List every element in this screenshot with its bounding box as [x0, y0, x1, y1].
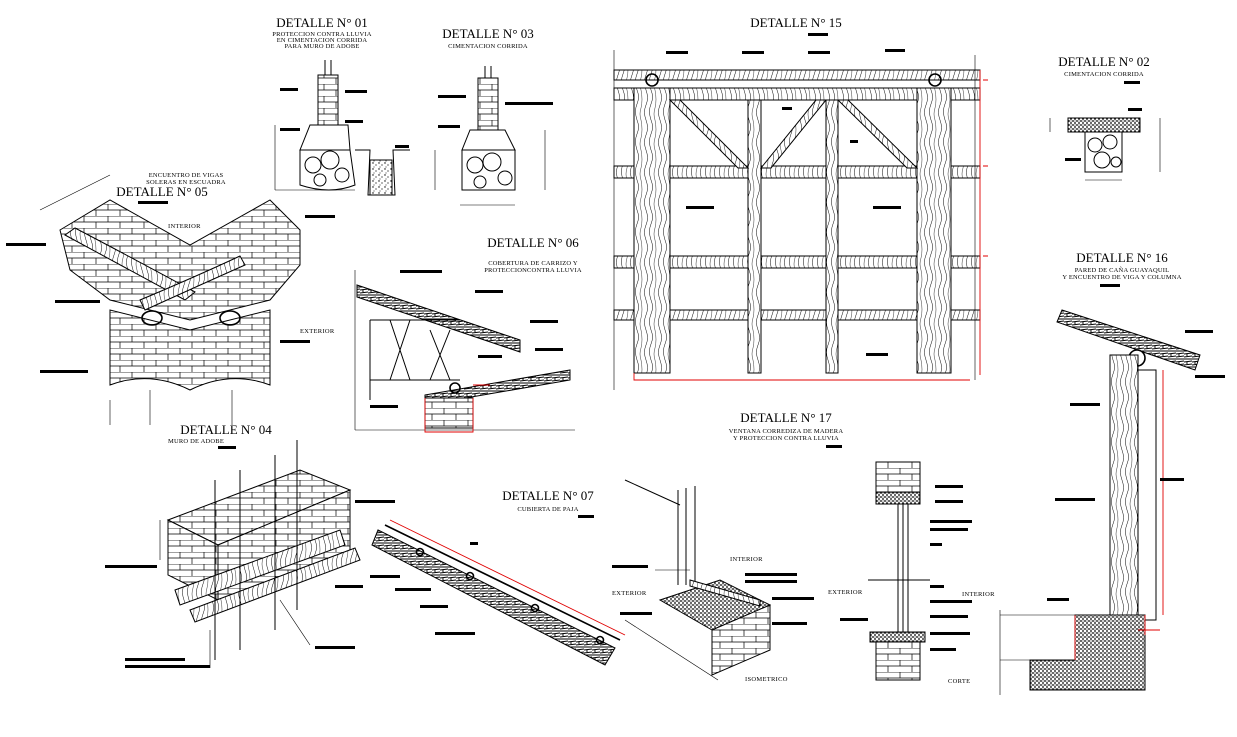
detail-01-subtitle-2: EN CIMENTACION CORRIDA	[277, 37, 368, 44]
detail-04-title: DETALLE N° 04	[180, 422, 272, 437]
detail-01-subtitle-1: PROTECCION CONTRA LLUVIA	[272, 31, 372, 38]
detail-07: DETALLE N° 07 CUBIERTA DE PAJA	[370, 488, 626, 666]
detail-17: DETALLE N° 17 VENTANA CORREDIZA DE MADER…	[612, 410, 995, 685]
left-column	[633, 87, 671, 374]
detail-02-title: DETALLE N° 02	[1058, 54, 1150, 69]
detail-05-exterior-label: EXTERIOR	[300, 328, 335, 335]
detail-15-title: DETALLE N° 15	[750, 15, 842, 30]
adobe-wall-section	[317, 74, 339, 126]
detail-16: DETALLE N° 16 PARED DE CAÑA GUAYAQUIL Y …	[999, 250, 1225, 695]
concrete-base	[1029, 614, 1146, 691]
detail-17-title: DETALLE N° 17	[740, 410, 832, 425]
detail-17-section-interior-label: INTERIOR	[962, 591, 995, 598]
detail-03: DETALLE N° 03 CIMENTACION CORRIDA	[434, 26, 553, 206]
detail-06: DETALLE N° 06 COBERTURA DE CARRIZO Y PRO…	[354, 235, 582, 433]
detail-03-title: DETALLE N° 03	[442, 26, 534, 41]
detail-03-subtitle: CIMENTACION CORRIDA	[448, 43, 528, 50]
detail-17-exterior-label: EXTERIOR	[612, 590, 647, 597]
detail-02: DETALLE N° 02 CIMENTACION CORRIDA	[1049, 54, 1161, 181]
detail-01-subtitle-3: PARA MURO DE ADOBE	[284, 43, 359, 50]
adobe-corner-walls	[59, 199, 301, 321]
detail-16-subtitle-1: PARED DE CAÑA GUAYAQUIL	[1075, 266, 1170, 274]
detail-05: ENCUENTRO DE VIGAS SOLERAS EN ESCUADRA D…	[6, 172, 335, 425]
right-column	[916, 87, 952, 374]
cane-wall	[1109, 354, 1139, 621]
detail-06-subtitle-2: PROTECCIONCONTRA LLUVIA	[484, 267, 582, 274]
detail-05-subtitle-2: SOLERAS EN ESCUADRA	[146, 179, 226, 186]
detail-16-title: DETALLE N° 16	[1076, 250, 1168, 265]
detail-02-subtitle: CIMENTACION CORRIDA	[1064, 71, 1144, 78]
detail-17-section-exterior-label: EXTERIOR	[828, 589, 863, 596]
detail-16-subtitle-2: Y ENCUENTRO DE VIGA Y COLUMNA	[1062, 274, 1181, 281]
detail-07-title: DETALLE N° 07	[502, 488, 594, 503]
detail-05-title: DETALLE N° 05	[116, 184, 208, 199]
detail-06-subtitle-1: COBERTURA DE CARRIZO Y	[488, 260, 578, 267]
detail-07-subtitle: CUBIERTA DE PAJA	[517, 506, 578, 513]
detail-15: DETALLE N° 15	[613, 15, 988, 390]
detail-17-subtitle-1: VENTANA CORREDIZA DE MADERA	[729, 428, 844, 435]
detail-05-subtitle-1: ENCUENTRO DE VIGAS	[149, 172, 224, 179]
detail-05-interior-label: INTERIOR	[168, 223, 201, 230]
detail-04: DETALLE N° 04 MURO DE ADOBE	[105, 422, 395, 668]
detail-17-interior-label: INTERIOR	[730, 556, 763, 563]
detail-01: DETALLE N° 01 PROTECCION CONTRA LLUVIA E…	[272, 15, 410, 218]
detail-01-title: DETALLE N° 01	[276, 15, 368, 30]
top-rod	[324, 60, 332, 75]
detail-17-subtitle-2: Y PROTECCION CONTRA LLUVIA	[733, 435, 839, 442]
straw-roof	[371, 529, 616, 666]
detail-04-subtitle: MURO DE ADOBE	[168, 438, 224, 445]
detail-17-isometric-label: ISOMETRICO	[745, 676, 788, 683]
detail-06-title: DETALLE N° 06	[487, 235, 579, 250]
detail-17-section-label: CORTE	[948, 678, 970, 685]
